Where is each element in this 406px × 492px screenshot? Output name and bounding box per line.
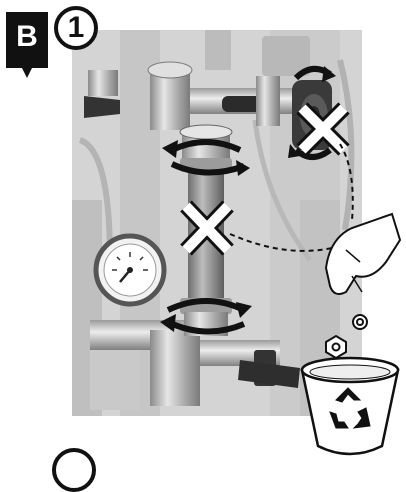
hand-icon <box>324 212 402 295</box>
step-number: 1 <box>54 6 98 50</box>
installation-illustration <box>72 30 402 456</box>
pressure-gauge <box>93 233 167 307</box>
rotate-arrowhead-icon <box>160 66 336 332</box>
x-mark-icon <box>180 200 234 256</box>
dashed-guide-lines <box>229 143 354 252</box>
recycle-bin-icon <box>300 356 400 456</box>
badge-shape-icon <box>6 12 48 78</box>
x-mark-icon <box>296 102 350 156</box>
upper-pipework <box>84 61 300 130</box>
section-letter: B <box>16 20 38 53</box>
recycle-icon <box>329 387 371 429</box>
next-step-circle <box>52 448 96 492</box>
instruction-step: B 1 <box>6 6 402 492</box>
section-badge: B <box>6 12 48 82</box>
lower-pipework <box>90 320 300 410</box>
falling-seals <box>325 314 368 360</box>
